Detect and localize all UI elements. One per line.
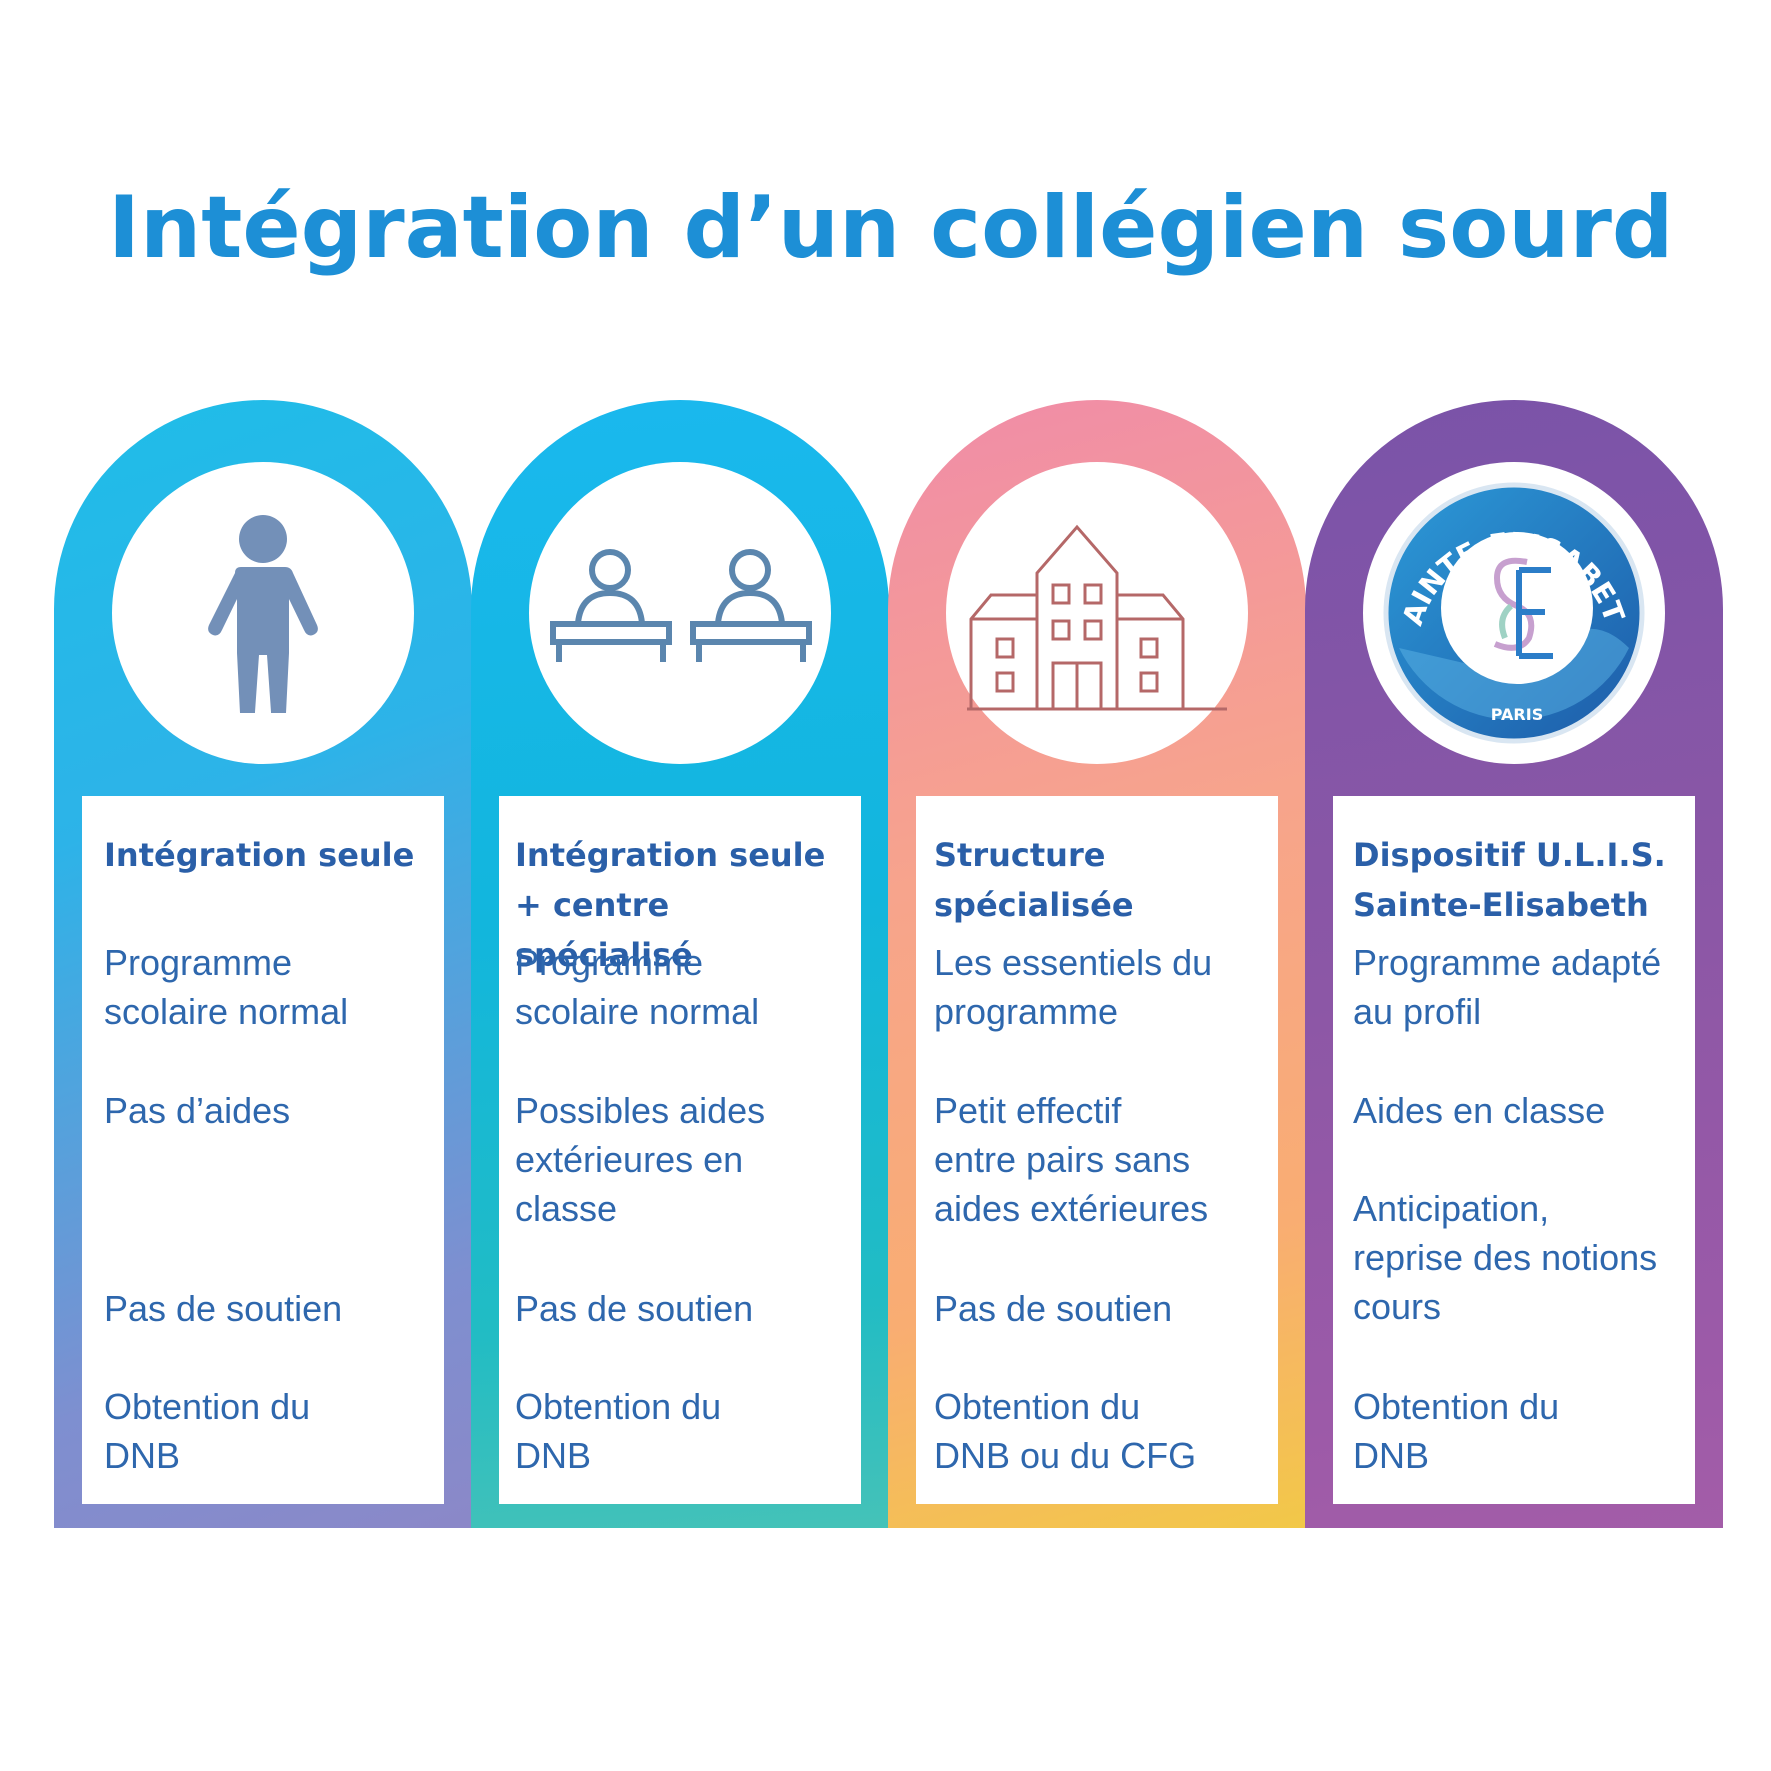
card: Intégration seule + centre spécialisé Pr… bbox=[499, 796, 861, 1504]
card-title: Dispositif U.L.I.S. Sainte-Elisabeth bbox=[1353, 836, 1666, 924]
comparison-columns: Intégration seule Programme scolaire nor… bbox=[54, 400, 1723, 1528]
card-item: Possibles aides extérieures en classe bbox=[515, 1090, 766, 1229]
sainte-elisabeth-logo: SAINTE-ELISABETH PARIS bbox=[1379, 478, 1645, 744]
card-title: Intégration seule + centre spécialisé bbox=[515, 836, 826, 974]
card-title: Structure spécialisée bbox=[934, 836, 1134, 924]
card-item: Obtention du DNB bbox=[515, 1386, 722, 1476]
students-at-desks-icon bbox=[550, 549, 812, 662]
card-item: Programme adapté au profil bbox=[1353, 942, 1662, 1032]
card: Dispositif U.L.I.S. Sainte-Elisabeth Pro… bbox=[1333, 796, 1695, 1504]
person-icon bbox=[208, 515, 318, 713]
card-item: Pas de soutien bbox=[934, 1288, 1173, 1329]
card-item: Aides en classe bbox=[1353, 1090, 1606, 1131]
card-item: Pas de soutien bbox=[515, 1288, 754, 1329]
card-item: Petit effectif entre pairs sans aides ex… bbox=[934, 1090, 1209, 1229]
card-item: Pas de soutien bbox=[104, 1288, 343, 1329]
column-integration-centre: Intégration seule + centre spécialisé Pr… bbox=[471, 400, 889, 1528]
icon-circle bbox=[529, 462, 831, 764]
page-title: Intégration d’un collégien sourd bbox=[108, 178, 1674, 278]
card-item: Obtention du DNB ou du CFG bbox=[934, 1386, 1197, 1476]
card-item: Obtention du DNB bbox=[104, 1386, 311, 1476]
column-integration-seule: Intégration seule Programme scolaire nor… bbox=[54, 400, 472, 1528]
card-item: Programme scolaire normal bbox=[515, 942, 760, 1032]
card-item: Pas d’aides bbox=[104, 1090, 291, 1131]
school-building-icon bbox=[967, 524, 1227, 711]
icon-circle: SAINTE-ELISABETH PARIS bbox=[1363, 462, 1665, 764]
column-dispositif-ulis: SAINTE-ELISABETH PARIS Dispositif U.L.I.… bbox=[1305, 400, 1723, 1528]
card-item: Les essentiels du programme bbox=[934, 942, 1213, 1032]
column-structure-specialisee: Structure spécialisée Les essentiels du … bbox=[888, 400, 1306, 1528]
se-monogram bbox=[1493, 557, 1553, 659]
card-item: Anticipation, reprise des notions cours bbox=[1353, 1188, 1658, 1327]
icon-circle bbox=[112, 462, 414, 764]
card: Intégration seule Programme scolaire nor… bbox=[82, 796, 444, 1504]
logo-sub-text: PARIS bbox=[1491, 705, 1543, 724]
icon-circle bbox=[946, 462, 1248, 764]
card-item: Programme scolaire normal bbox=[104, 942, 349, 1032]
card: Structure spécialisée Les essentiels du … bbox=[916, 796, 1278, 1504]
card-title: Intégration seule bbox=[104, 836, 415, 874]
card-item: Obtention du DNB bbox=[1353, 1386, 1560, 1476]
